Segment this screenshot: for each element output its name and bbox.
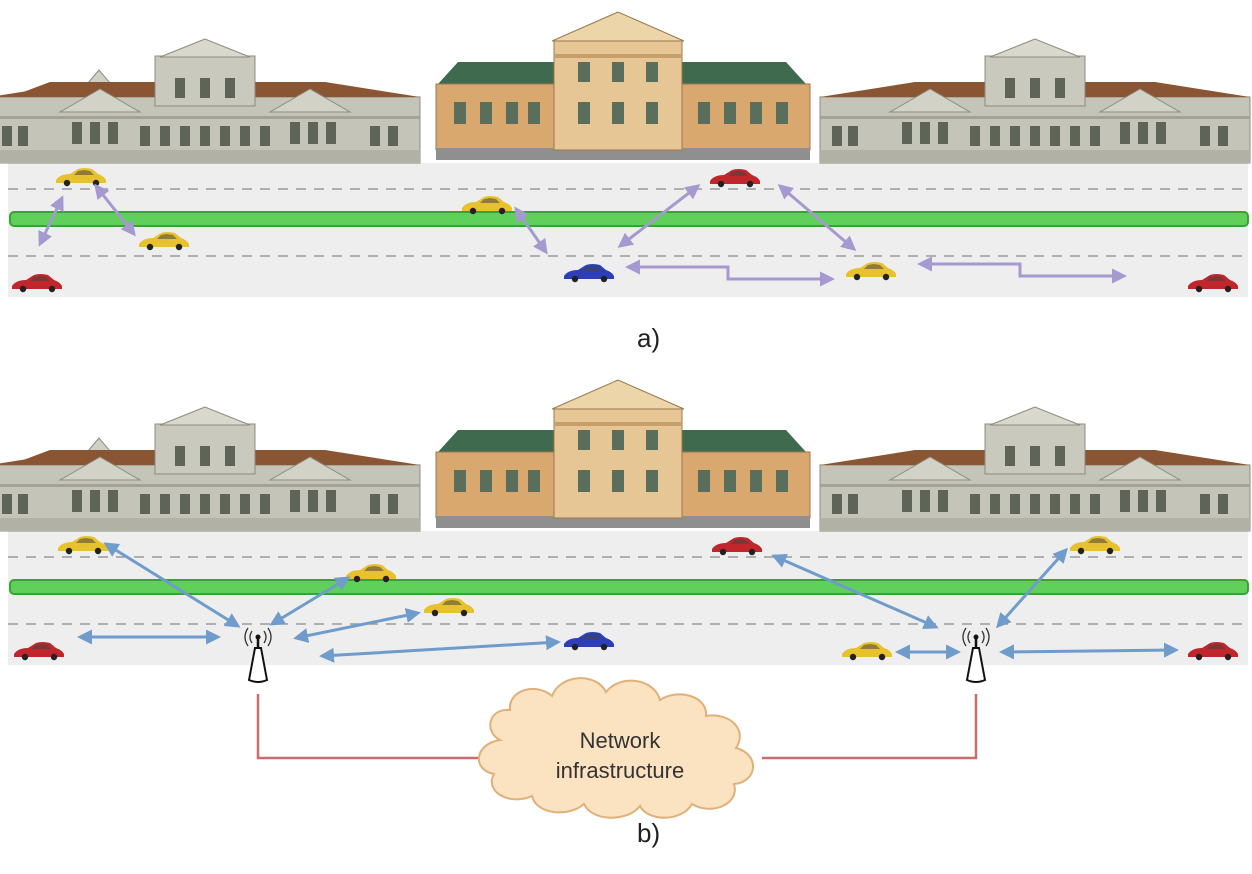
cloud-label: Network infrastructure [500, 726, 740, 786]
building-icon [0, 38, 421, 164]
double-arrow-icon [917, 256, 1127, 284]
cloud-label-line1: Network [579, 728, 661, 753]
panel-label-b: b) [637, 818, 661, 848]
median-strip [9, 211, 1249, 227]
double-arrow-icon [995, 547, 1069, 629]
building-icon [0, 406, 421, 532]
double-arrow-icon [625, 259, 835, 287]
double-arrow-icon [293, 608, 421, 643]
panel-label-a: a) [637, 323, 661, 353]
panel-b [0, 379, 1251, 819]
double-arrow-icon [617, 184, 701, 248]
double-arrow-icon [771, 553, 939, 630]
double-arrow-icon [514, 206, 548, 255]
double-arrow-icon [999, 642, 1179, 660]
building-icon [435, 379, 811, 529]
panel-a [0, 11, 1251, 297]
median-strip [9, 579, 1249, 595]
building-icon [435, 11, 811, 161]
double-arrow-icon [319, 635, 561, 663]
cloud-icon [477, 677, 754, 819]
double-arrow-icon [269, 576, 351, 626]
building-icon [819, 38, 1251, 164]
double-arrow-icon [777, 184, 857, 251]
backhaul-link [256, 694, 490, 760]
double-arrow-icon [103, 542, 241, 628]
cloud-label-line2: infrastructure [555, 758, 685, 783]
backhaul-link [762, 694, 978, 760]
building-icon [819, 406, 1251, 532]
double-arrow-icon [38, 195, 64, 247]
double-arrow-icon [94, 183, 136, 237]
